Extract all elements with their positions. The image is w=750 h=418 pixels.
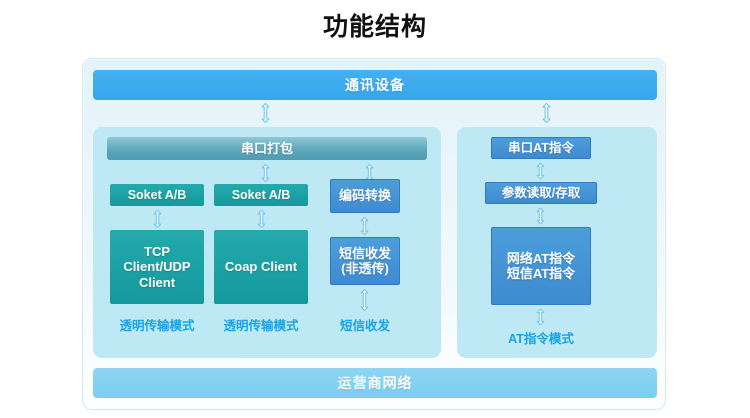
arrow-encode-to-sms [359, 216, 370, 236]
coap-client-box: Coap Client [214, 230, 308, 304]
arrow-serial-packing-to-socket-b [260, 163, 271, 183]
diagram-outer-frame: 通讯设备 串口打包 Soket A/B TCP Client/UDP Clien… [82, 58, 666, 410]
arrow-param-access-to-at-box [535, 207, 546, 225]
left-panel-transparent-transmission: 串口打包 Soket A/B TCP Client/UDP Client 透明传… [93, 127, 441, 358]
arrow-at-box-to-caption [535, 308, 546, 326]
sms-line-1: 短信收发 [338, 245, 391, 261]
caption-at-command-mode: AT指令模式 [508, 332, 574, 346]
caption-transparent-mode-2: 透明传输模式 [223, 319, 299, 333]
arrow-sms-to-caption [359, 288, 370, 312]
caption-sms-transceive: 短信收发 [339, 319, 390, 333]
network-sms-at-command-box: 网络AT指令 短信AT指令 [491, 227, 591, 305]
at-box-line-1: 网络AT指令 [506, 250, 576, 266]
right-panel-at-command: 串口AT指令 参数读取/存取 网络AT指令 短信AT指令 AT指令模式 [457, 127, 657, 358]
serial-packing-bar: 串口打包 [107, 137, 427, 160]
encode-convert-box: 编码转换 [330, 179, 400, 213]
arrow-topbar-to-serial-packing [260, 102, 271, 124]
tcp-udp-client-box: TCP Client/UDP Client [110, 230, 204, 304]
arrow-at-command-to-param-access [535, 162, 546, 180]
bottom-bar-operator-network: 运营商网络 [93, 368, 657, 398]
param-read-write-box: 参数读取/存取 [485, 182, 597, 204]
tcp-udp-client-line-3: Client [138, 274, 176, 290]
caption-transparent-mode-1: 透明传输模式 [119, 319, 195, 333]
tcp-udp-client-line-1: TCP [144, 244, 170, 259]
page-title: 功能结构 [322, 13, 427, 41]
arrow-socket2-to-coap-client [256, 209, 267, 229]
at-box-line-2: 短信AT指令 [506, 266, 576, 281]
serial-at-command-box: 串口AT指令 [491, 137, 591, 159]
arrow-topbar-to-at-command [541, 102, 552, 124]
sms-transceive-box: 短信收发 (非透传) [330, 237, 400, 285]
sms-line-2: (非透传) [341, 261, 389, 276]
socket-box-column-2: Soket A/B [214, 184, 308, 206]
top-bar-communication-device: 通讯设备 [93, 70, 657, 100]
tcp-udp-client-line-2: Client/UDP [123, 259, 191, 275]
arrow-socket1-to-tcp-client [152, 209, 163, 229]
socket-box-column-1: Soket A/B [110, 184, 204, 206]
